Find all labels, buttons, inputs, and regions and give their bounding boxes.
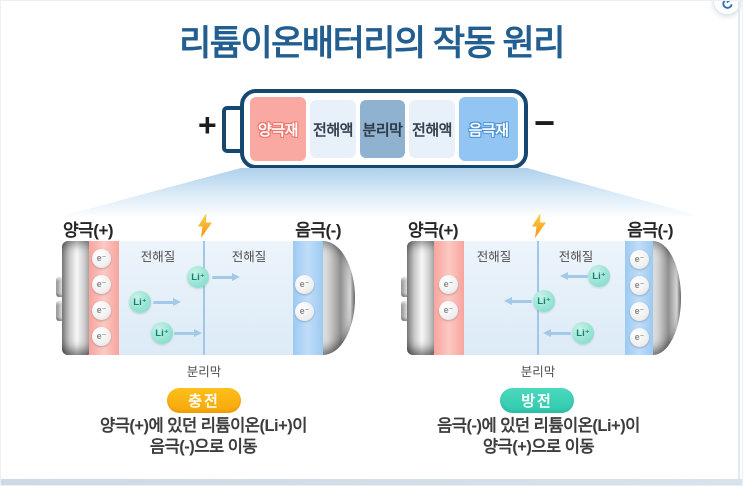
lithium-ion: Li⁺: [533, 290, 555, 312]
cathode-strip: [434, 241, 464, 355]
terminal-bump: [56, 277, 65, 297]
electrolyte-label: 전해질: [140, 250, 176, 264]
discharge-negative-label: 음극(-): [627, 221, 673, 240]
charge-negative-label: 음극(-): [295, 221, 341, 240]
electron-particle: e⁻: [630, 328, 649, 347]
lightning-bolt-icon: [198, 213, 212, 238]
charge-positive-label: 양극(+): [63, 221, 114, 240]
lithium-ion: Li⁺: [572, 322, 594, 344]
ion-arrow-left: [543, 329, 571, 338]
electron-particle: e⁻: [439, 301, 458, 320]
battery-cap-right: [323, 241, 355, 355]
pack-segment-electrolyte-1: 전해액: [310, 100, 356, 158]
electron-particle: e⁻: [295, 275, 314, 294]
terminal-bump: [401, 277, 410, 297]
discharge-battery-diagram: 전해질 전해질 e⁻ e⁻ e⁻ e⁻ e⁻ e⁻ Li⁺ Li⁺ Li⁺: [401, 241, 681, 355]
charge-caption-line2: 음극(-)으로 이동: [149, 438, 258, 456]
ion-arrow-right: [153, 298, 181, 307]
discharge-positive-label: 양극(+): [408, 221, 459, 240]
pack-segment-separator: 분리막: [360, 100, 405, 158]
electron-particle: e⁻: [92, 327, 111, 346]
pack-segment-electrolyte-2: 전해액: [409, 100, 455, 158]
electron-particle: e⁻: [295, 302, 314, 321]
ion-arrow-left: [504, 297, 532, 306]
ion-arrow-right: [174, 329, 202, 338]
battery-cap-left: [407, 241, 434, 355]
pack-plus-terminal-label: +: [198, 107, 217, 143]
ion-arrow-right: [212, 273, 240, 282]
electron-particle: e⁻: [92, 301, 111, 320]
electron-particle: e⁻: [630, 276, 649, 295]
ion-arrow-left: [560, 272, 588, 281]
separator-label: 분리막: [520, 365, 556, 379]
battery-cap-right: [653, 241, 681, 355]
discharge-caption-line1: 음극(-)에 있던 리튬이온(Li+)이: [437, 417, 640, 435]
zoom-funnel-shape: [58, 168, 703, 217]
lithium-ion: Li⁺: [129, 291, 151, 313]
anode-strip: [293, 241, 323, 355]
discharge-badge: 방전: [500, 388, 574, 413]
electron-particle: e⁻: [439, 275, 458, 294]
pack-segment-cathode: 양극재: [250, 97, 306, 161]
electron-particle: e⁻: [92, 275, 111, 294]
electrolyte-label: 전해질: [558, 250, 594, 264]
electron-particle: e⁻: [92, 249, 111, 268]
separator-line: [203, 241, 205, 355]
pack-segment-anode: 음극재: [459, 97, 518, 161]
page-bottom-strip: [1, 479, 742, 485]
electron-particle: e⁻: [630, 302, 649, 321]
charge-badge: 충전: [167, 388, 241, 413]
page-title: 리튬이온배터리의 작동 원리: [179, 24, 565, 63]
page-right-edge: [738, 1, 740, 480]
rotate-glyph: ↻: [715, 0, 738, 15]
discharge-caption-line2: 양극(+)으로 이동: [482, 438, 595, 456]
battery-pack: 양극재 전해액 분리막 전해액 음극재: [240, 89, 528, 169]
discharge-caption: 음극(-)에 있던 리튬이온(Li+)이 양극(+)으로 이동: [371, 416, 706, 458]
lithium-ion: Li⁺: [588, 265, 610, 287]
terminal-bump: [56, 301, 65, 321]
lightning-bolt-icon: [532, 213, 546, 238]
rotate-icon[interactable]: ↻: [713, 0, 741, 15]
electrolyte-label: 전해질: [231, 250, 267, 264]
lithium-ion: Li⁺: [187, 266, 209, 288]
battery-cap-left: [62, 241, 89, 355]
charge-battery-diagram: 전해질 전해질 e⁻ e⁻ e⁻ e⁻ e⁻ e⁻ Li⁺ Li⁺ Li⁺: [56, 241, 356, 355]
charge-caption: 양극(+)에 있던 리튬이온(Li+)이 음극(-)으로 이동: [36, 416, 371, 458]
pack-minus-terminal-label: −: [534, 102, 556, 143]
charge-caption-line1: 양극(+)에 있던 리튬이온(Li+)이: [100, 417, 307, 435]
terminal-bump: [401, 301, 410, 321]
lithium-ion: Li⁺: [151, 322, 173, 344]
separator-label: 분리막: [186, 365, 222, 379]
electrolyte-label: 전해질: [476, 250, 512, 264]
electron-particle: e⁻: [630, 250, 649, 269]
